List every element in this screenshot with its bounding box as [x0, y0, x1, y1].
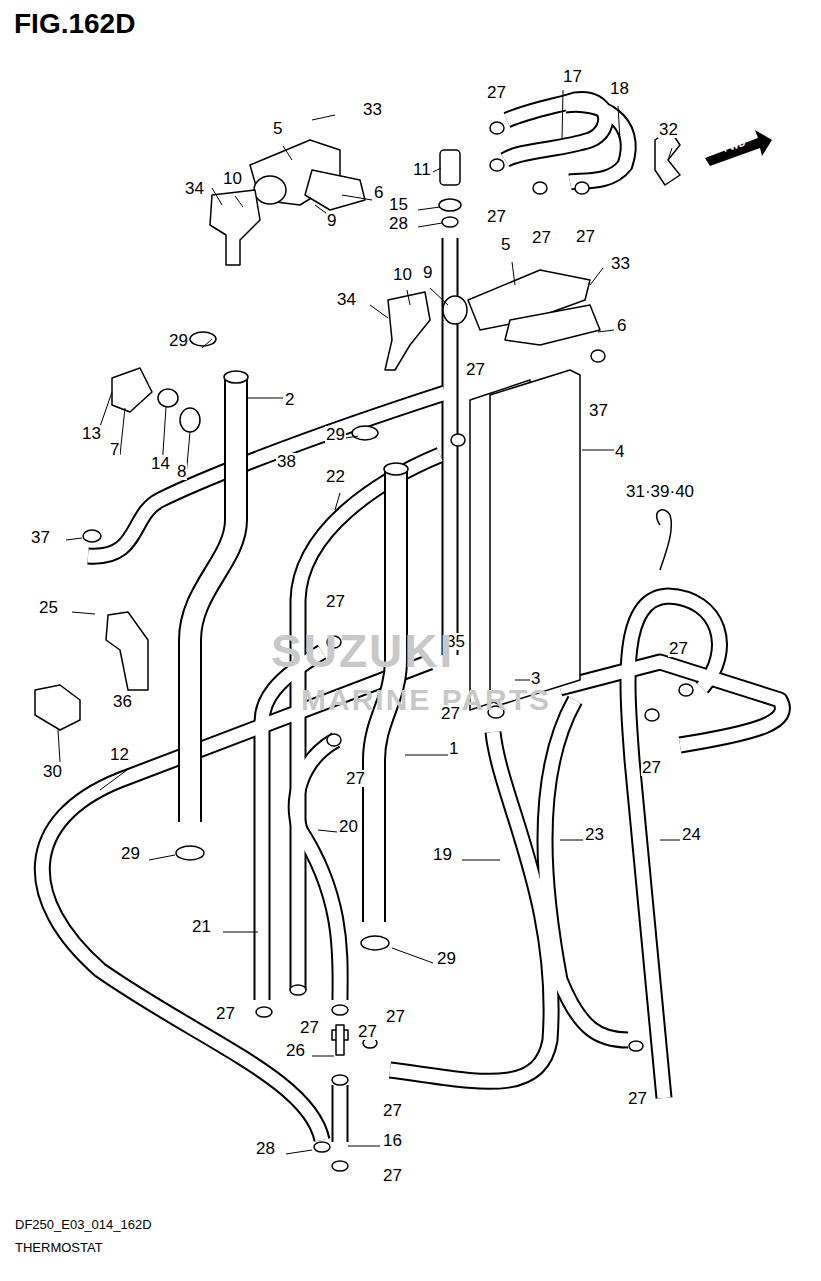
callout-number: 33: [362, 101, 383, 118]
callout-number: 37: [588, 402, 609, 419]
callout-number: 10: [222, 170, 243, 187]
callout-number: 27: [641, 759, 662, 776]
callout-number: 20: [338, 818, 359, 835]
callout-number: 27: [325, 593, 346, 610]
callout-number: 11: [412, 161, 432, 178]
callout-number: 21: [191, 918, 212, 935]
callout-number: 28: [388, 215, 409, 232]
figure-title: FIG.162D: [14, 10, 135, 38]
callout-number: 29: [120, 845, 141, 862]
callout-number: 29: [436, 950, 457, 967]
callout-number: 9: [326, 212, 337, 229]
callout-number: 17: [562, 68, 583, 85]
callout-number: 14: [150, 455, 171, 472]
callout-number: 27: [215, 1005, 236, 1022]
callout-number: 16: [382, 1132, 403, 1149]
callout-number: 18: [609, 80, 630, 97]
callout-number: 25: [38, 599, 59, 616]
callout-number: 23: [584, 826, 605, 843]
callout-number: 9: [422, 264, 433, 281]
callout-number: 24: [681, 826, 702, 843]
callout-number: 27: [382, 1102, 403, 1119]
callout-number: 13: [81, 425, 102, 442]
footer-text: THERMOSTAT: [14, 1241, 104, 1254]
callout-number: 37: [30, 529, 51, 546]
callout-number: 28: [255, 1140, 276, 1157]
callout-number: 6: [373, 184, 384, 201]
callout-number: 27: [299, 1019, 320, 1036]
callout-number: 33: [610, 255, 631, 272]
callout-number: 2: [284, 391, 295, 408]
callout-number: 38: [276, 453, 297, 470]
callout-number: 34: [336, 291, 357, 308]
callout-number: 27: [385, 1008, 406, 1025]
callout-number: 10: [392, 266, 413, 283]
callout-number: 7: [109, 441, 120, 458]
callout-number: 27: [531, 229, 552, 246]
callout-number: 36: [112, 693, 133, 710]
callout-number: 27: [382, 1167, 403, 1184]
callout-number: 27: [345, 770, 366, 787]
callout-number: 6: [616, 317, 627, 334]
callout-number: 27: [627, 1090, 648, 1107]
callout-number: 32: [658, 121, 679, 138]
watermark: SUZUKI: [270, 628, 455, 674]
callout-number: 5: [272, 120, 283, 137]
callout-number: 29: [325, 426, 346, 443]
callout-number: 19: [432, 846, 453, 863]
callout-number: 27: [668, 640, 689, 657]
footer-text: DF250_E03_014_162D: [14, 1218, 153, 1231]
callout-number: 27: [486, 84, 507, 101]
watermark: MARINE PARTS: [300, 685, 552, 715]
callout-number: 27: [357, 1023, 378, 1040]
callout-number: 30: [42, 763, 63, 780]
callout-number: 31·39·40: [625, 483, 695, 500]
callout-number: 34: [184, 180, 205, 197]
callout-number: 8: [176, 463, 187, 480]
callout-number: 27: [465, 361, 486, 378]
callout-number: 29: [168, 332, 189, 349]
callout-number: 15: [388, 196, 409, 213]
callout-number: 4: [614, 443, 625, 460]
callout-number: 5: [500, 236, 511, 253]
callout-number: 27: [440, 705, 461, 722]
callout-number: 27: [486, 208, 507, 225]
callout-number: 26: [285, 1042, 306, 1059]
callout-number: 22: [325, 468, 346, 485]
callout-number: 27: [575, 228, 596, 245]
callout-number: 1: [448, 740, 459, 757]
callout-number: 12: [109, 746, 130, 763]
